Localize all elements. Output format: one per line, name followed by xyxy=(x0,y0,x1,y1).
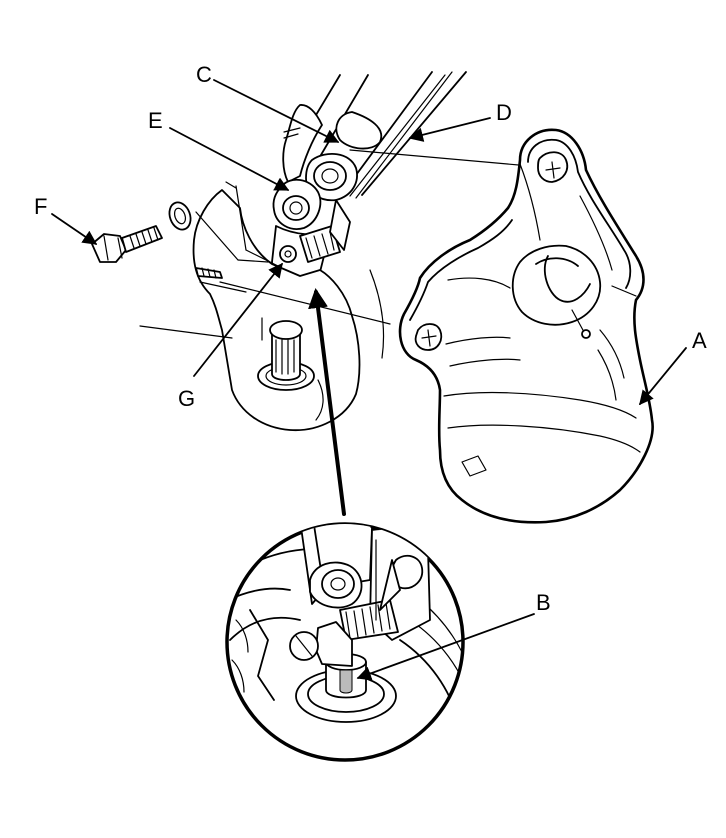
column-bracket xyxy=(282,104,323,183)
callout-arrows xyxy=(51,79,687,681)
steering-gearbox xyxy=(139,181,385,432)
callout-a: A xyxy=(692,328,707,353)
zoom-detail xyxy=(225,522,465,762)
callout-labels: A B C D E F G xyxy=(34,62,707,615)
leader-lines xyxy=(195,149,531,325)
callout-g: G xyxy=(178,386,195,411)
lock-washer xyxy=(168,201,192,231)
steering-joint-cover xyxy=(398,128,654,524)
universal-joint xyxy=(271,153,358,278)
bolt-f xyxy=(91,225,163,263)
callout-c: C xyxy=(196,62,212,87)
callout-e: E xyxy=(148,108,163,133)
zoom-arrow xyxy=(308,288,346,516)
callout-b: B xyxy=(536,590,551,615)
steering-column-shafts xyxy=(294,71,467,199)
callout-d: D xyxy=(496,100,512,125)
callout-f: F xyxy=(34,194,47,219)
